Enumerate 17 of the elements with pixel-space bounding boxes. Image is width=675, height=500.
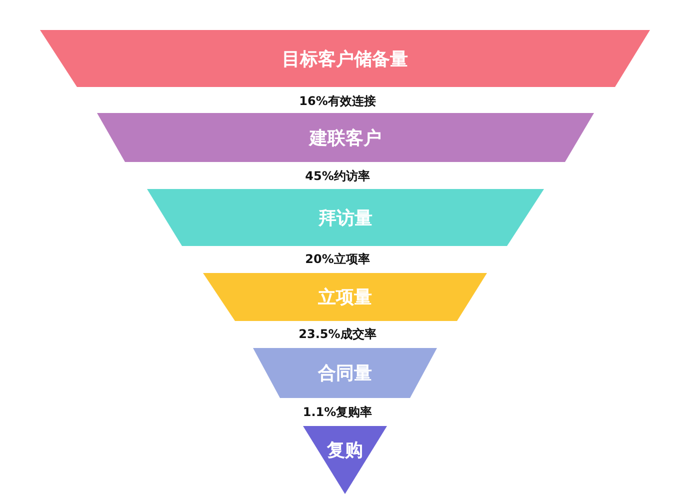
stage-label: 立项量 [317, 286, 373, 309]
funnel-stage [97, 113, 594, 162]
funnel-stage [203, 273, 487, 321]
conversion-rate: 16%有效连接 [299, 94, 376, 108]
stage-label: 拜访量 [317, 206, 374, 230]
conversion-rate: 23.5%成交率 [298, 327, 376, 341]
funnel-stage [40, 30, 650, 87]
funnel-stage [253, 348, 437, 398]
conversion-rate: 20%立项率 [305, 252, 370, 266]
stage-label: 目标客户储备量 [281, 48, 409, 70]
funnel-stage [303, 426, 387, 494]
conversion-rate: 1.1%复购率 [302, 405, 372, 419]
stage-label: 合同量 [316, 362, 373, 385]
stage-label: 复购 [326, 439, 364, 462]
stage-label: 建联客户 [308, 126, 382, 150]
conversion-rate: 45%约访率 [305, 169, 370, 183]
funnel-stage [147, 189, 544, 246]
